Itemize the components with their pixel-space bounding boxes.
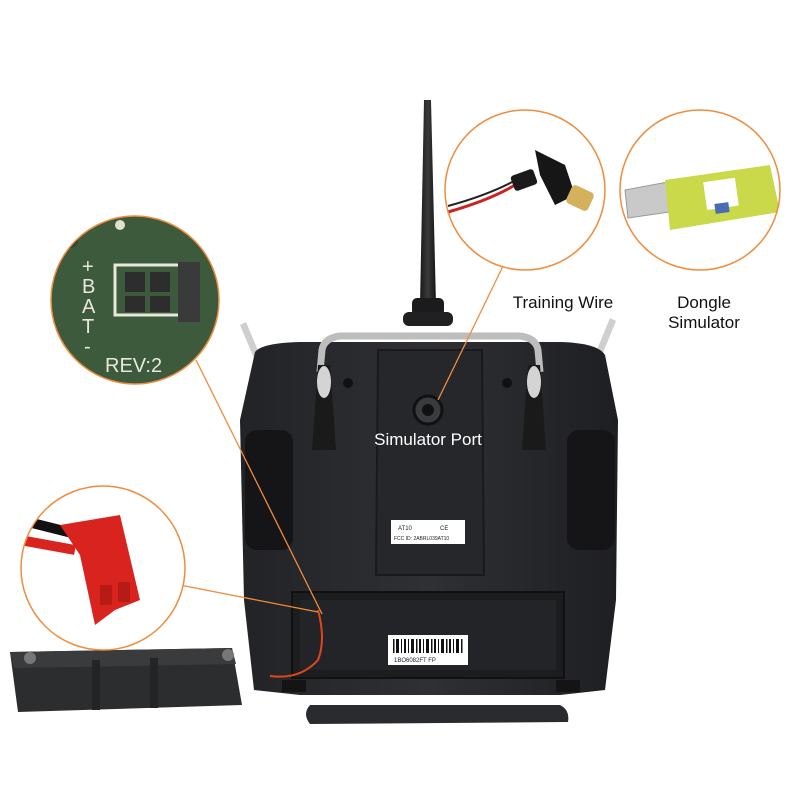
back-label: AT10 CE FCC ID: 2ABRL039AT10 [391,520,465,544]
back-label-model: AT10 [398,526,413,532]
antenna [403,100,453,326]
battery-lead-wire [269,609,323,678]
barcode-sticker: 1BO6082FT FP [388,635,468,665]
dongle-label-line1: Dongle [677,293,731,312]
dongle-label-line2: Simulator [668,313,740,332]
training-wire-callout [444,109,606,271]
training-wire-label: Training Wire [512,293,614,312]
pcb-mark-plus: + [82,256,94,278]
pcb-mark-b: B [82,276,95,298]
battery-holder [10,648,242,712]
back-label-fcc: FCC ID: 2ABRL039AT10 [394,536,449,542]
pcb-mark-a: A [82,296,96,318]
pcb-mark-t: T [82,316,94,338]
red-connector-callout [20,485,186,651]
pcb-mark-minus: - [84,336,91,358]
dongle-callout [619,109,781,271]
pcb-callout: + B A T - REV:2 [50,215,220,385]
callout-lines [179,261,506,615]
barcode-text: 1BO6082FT FP [394,658,436,664]
pcb-mark-rev: REV:2 [105,355,162,377]
simulator-port-label: Simulator Port [374,430,482,449]
back-label-ce: CE [440,526,448,532]
